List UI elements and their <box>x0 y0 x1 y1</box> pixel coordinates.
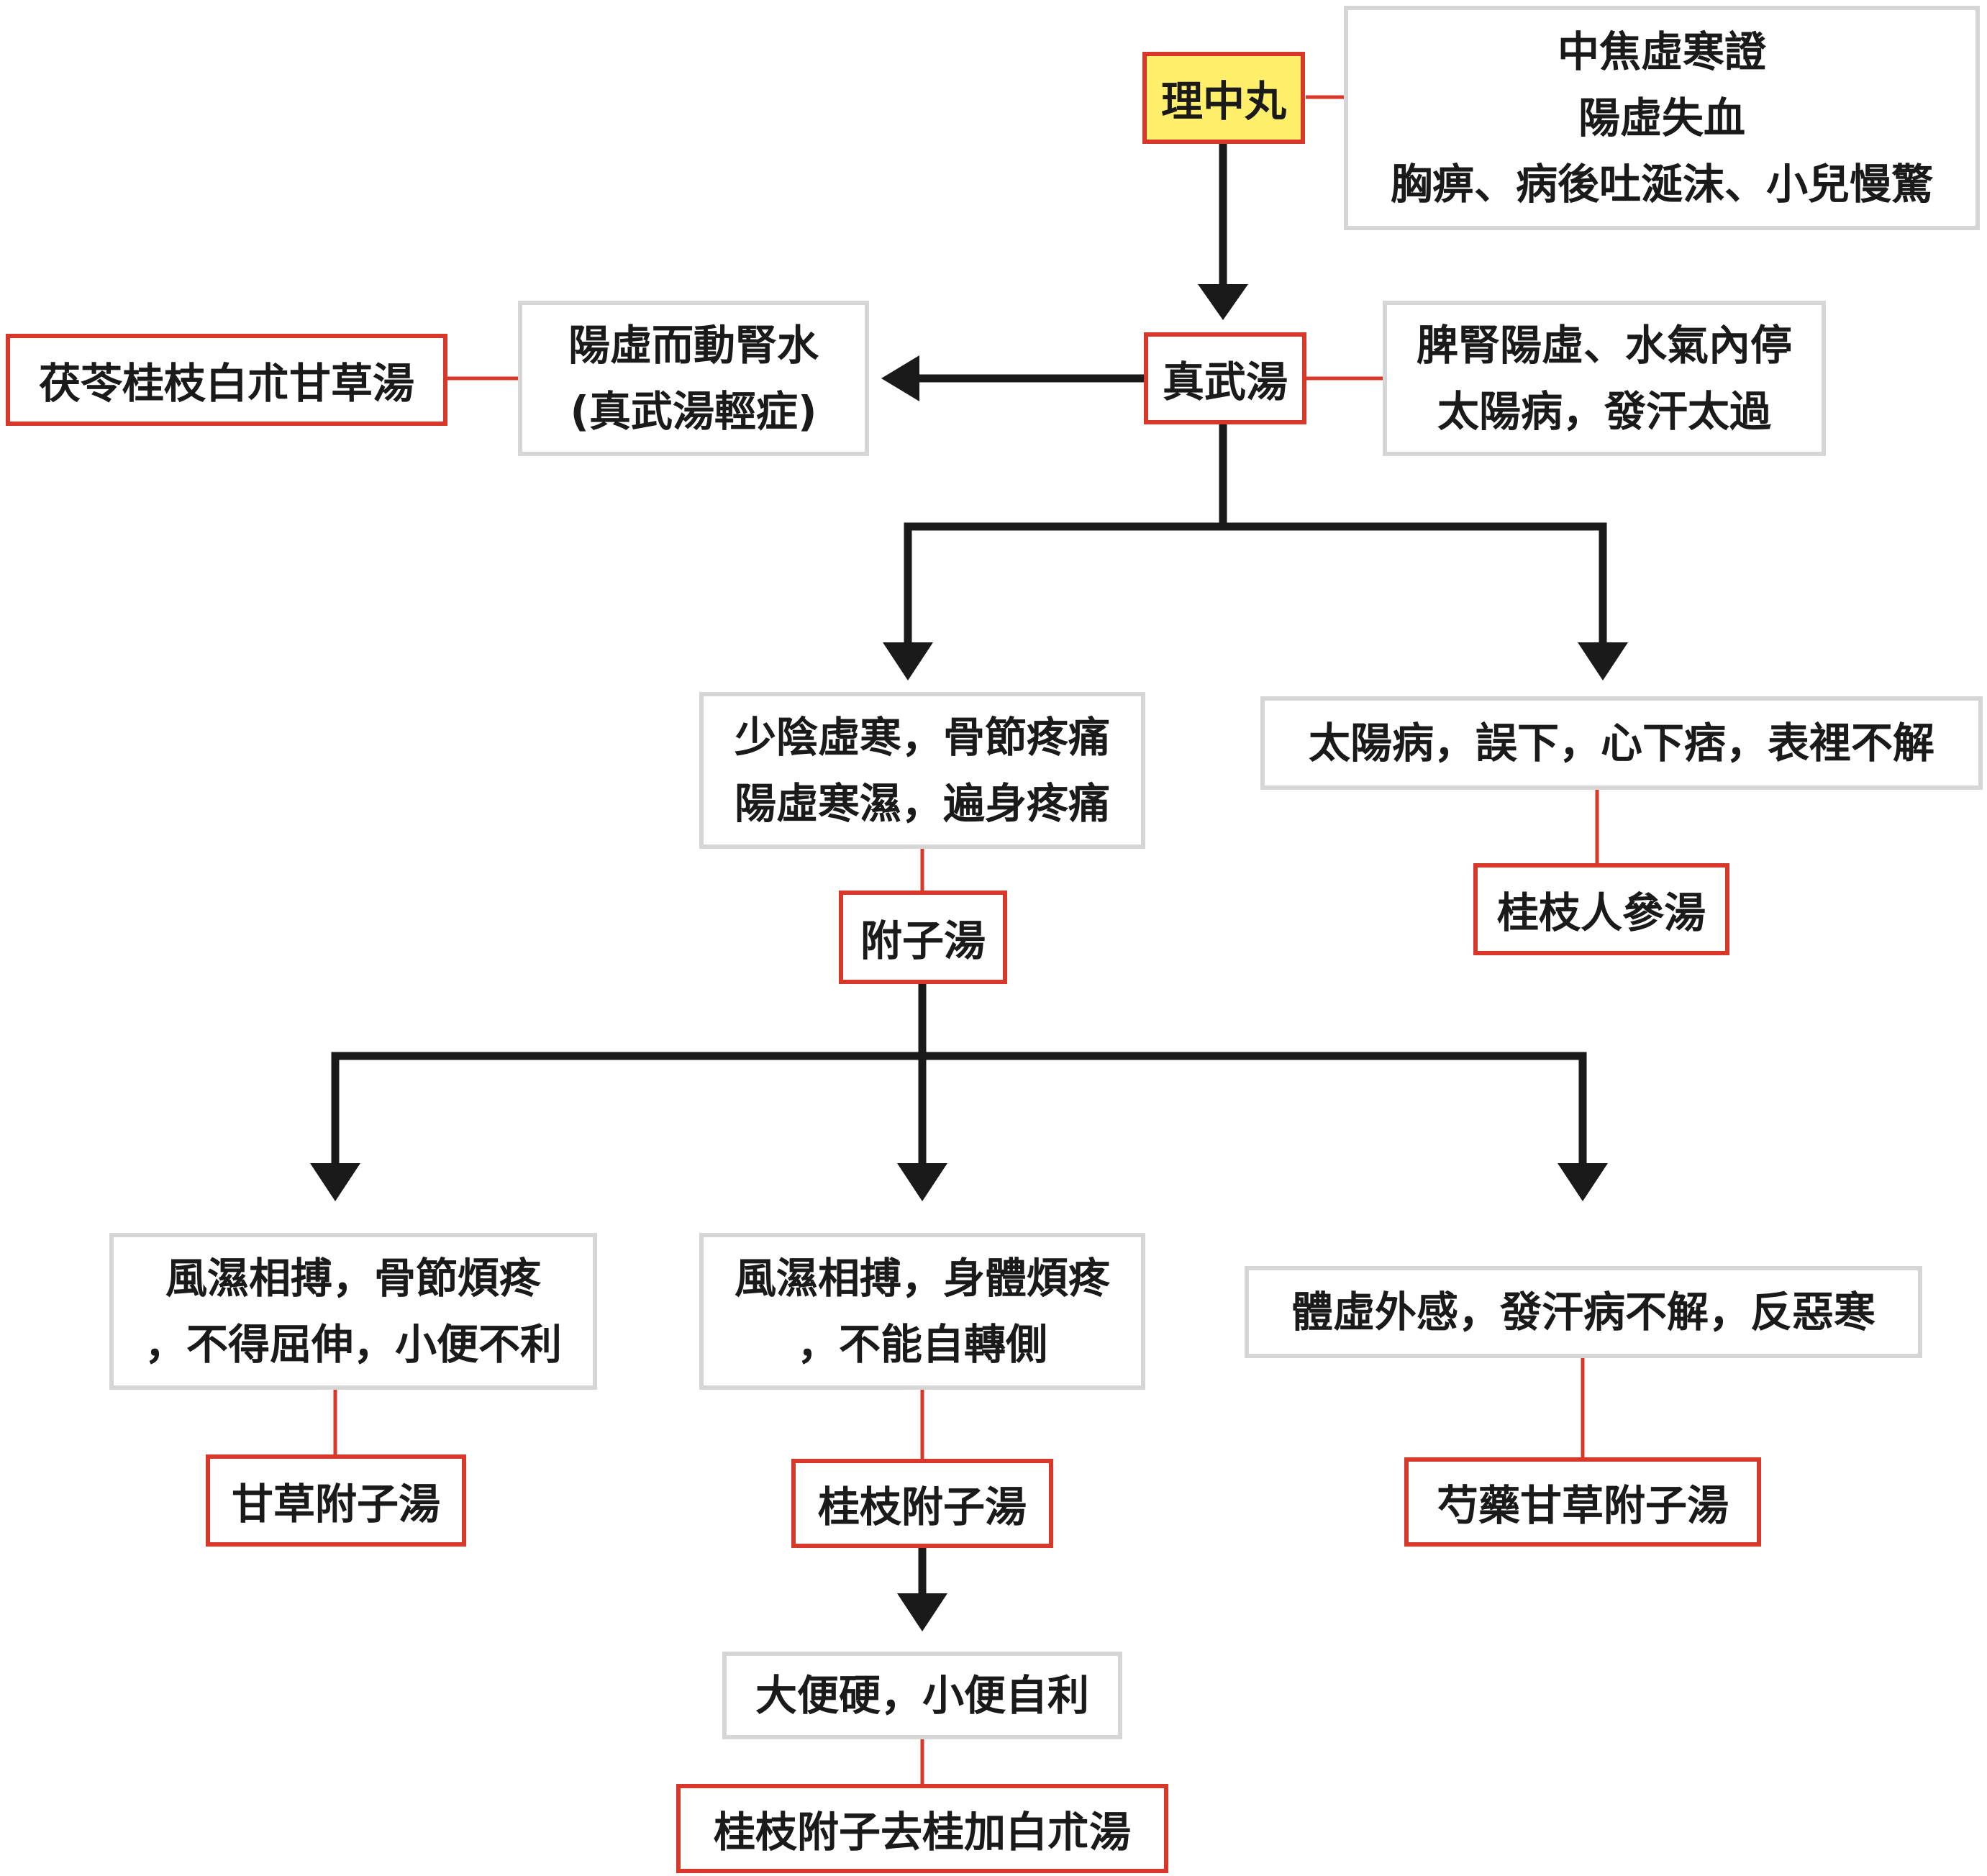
note-fuling-line-2: (真武湯輕症) <box>570 387 817 436</box>
note-gancao-fuzi: 風濕相搏，骨節煩疼 ，不得屈伸，小便不利 <box>109 1233 597 1390</box>
formula-zhenwu: 真武湯 <box>1144 332 1306 424</box>
note-shaoyao-gancao-fuzi-line-1: 體虛外感，發汗病不解，反惡寒 <box>1291 1288 1875 1337</box>
arrow-head-to-qugui-note <box>897 1593 947 1631</box>
arrow-head-to-guizhi-renshen-note <box>1578 642 1628 680</box>
arrow-head-zhenwu-fuling <box>881 355 919 401</box>
note-fuling-line-1: 陽虛而動腎水 <box>568 321 819 370</box>
red-connectors <box>333 95 1599 1784</box>
formula-guizhi-fuzi-qugui: 桂枝附子去桂加白朮湯 <box>676 1784 1168 1873</box>
note-lizhong-line-1: 中焦虛寒證 <box>1557 27 1766 76</box>
note-gancao-fuzi-line-1: 風濕相搏，骨節煩疼 <box>165 1254 541 1303</box>
note-zhenwu: 脾腎陽虛、水氣內停 太陽病，發汗太過 <box>1383 301 1826 456</box>
note-shaoyao-gancao-fuzi: 體虛外感，發汗病不解，反惡寒 <box>1245 1266 1922 1358</box>
formula-shaoyao-gancao-fuzi-label: 芍藥甘草附子湯 <box>1436 1481 1729 1530</box>
formula-guizhi-fuzi-qugui-label: 桂枝附子去桂加白朮湯 <box>713 1808 1131 1857</box>
formula-fuzi: 附子湯 <box>839 891 1007 984</box>
formula-fuzi-label: 附子湯 <box>860 916 986 965</box>
note-guizhi-renshen-line-1: 太陽病，誤下，心下痞，表裡不解 <box>1308 719 1934 768</box>
note-fuling: 陽虛而動腎水 (真武湯輕症) <box>518 301 869 456</box>
formula-guizhi-fuzi: 桂枝附子湯 <box>791 1459 1053 1548</box>
formula-lizhong: 理中丸 <box>1142 52 1305 144</box>
note-guizhi-fuzi-qugui-line-1: 大便硬，小便自利 <box>755 1671 1089 1720</box>
formula-shaoyao-gancao-fuzi: 芍藥甘草附子湯 <box>1404 1457 1761 1547</box>
arrow-heads <box>310 284 1628 1631</box>
arrow-head-to-shaoyao-note <box>1558 1163 1608 1201</box>
arrow-head-lizhong-zhenwu <box>1198 284 1248 320</box>
note-fuzi-line-2: 陽虛寒濕，遍身疼痛 <box>734 779 1110 828</box>
note-fuzi: 少陰虛寒，骨節疼痛 陽虛寒濕，遍身疼痛 <box>699 692 1145 849</box>
note-zhenwu-line-1: 脾腎陽虛、水氣內停 <box>1416 321 1792 370</box>
formula-fuling-label: 茯苓桂枝白朮甘草湯 <box>38 359 414 408</box>
formula-guizhi-fuzi-label: 桂枝附子湯 <box>817 1483 1027 1531</box>
note-zhenwu-line-2: 太陽病，發汗太過 <box>1437 387 1771 436</box>
note-guizhi-fuzi-line-1: 風濕相搏，身體煩疼 <box>734 1254 1110 1303</box>
formula-guizhi-renshen-label: 桂枝人參湯 <box>1496 888 1706 937</box>
formula-gancao-fuzi: 甘草附子湯 <box>206 1454 466 1547</box>
black-arrow-lines <box>331 140 1607 1603</box>
note-lizhong-line-3: 胸痹、病後吐涎沫、小兒慢驚 <box>1390 160 1933 209</box>
note-fuzi-line-1: 少陰虛寒，骨節疼痛 <box>734 713 1110 762</box>
arrow-head-to-fuzi-note <box>883 642 933 680</box>
arrow-head-to-gancao-fuzi-note <box>310 1163 360 1201</box>
note-guizhi-fuzi-qugui: 大便硬，小便自利 <box>722 1652 1122 1739</box>
note-guizhi-fuzi: 風濕相搏，身體煩疼 ，不能自轉側 <box>699 1233 1145 1390</box>
note-gancao-fuzi-line-2: ，不得屈伸，小便不利 <box>144 1320 562 1369</box>
arrow-head-to-guizhi-fuzi-note <box>897 1163 947 1201</box>
formula-lizhong-label: 理中丸 <box>1160 77 1286 126</box>
note-guizhi-fuzi-line-2: ，不能自轉側 <box>796 1320 1047 1369</box>
formula-gancao-fuzi-label: 甘草附子湯 <box>231 1480 440 1529</box>
formula-guizhi-renshen: 桂枝人參湯 <box>1473 863 1729 955</box>
note-guizhi-renshen: 太陽病，誤下，心下痞，表裡不解 <box>1260 696 1983 790</box>
note-lizhong-line-2: 陽虛失血 <box>1578 94 1745 142</box>
formula-zhenwu-label: 真武湯 <box>1162 358 1288 406</box>
formula-fuling: 茯苓桂枝白朮甘草湯 <box>6 334 447 426</box>
note-lizhong: 中焦虛寒證 陽虛失血 胸痹、病後吐涎沫、小兒慢驚 <box>1344 6 1980 230</box>
